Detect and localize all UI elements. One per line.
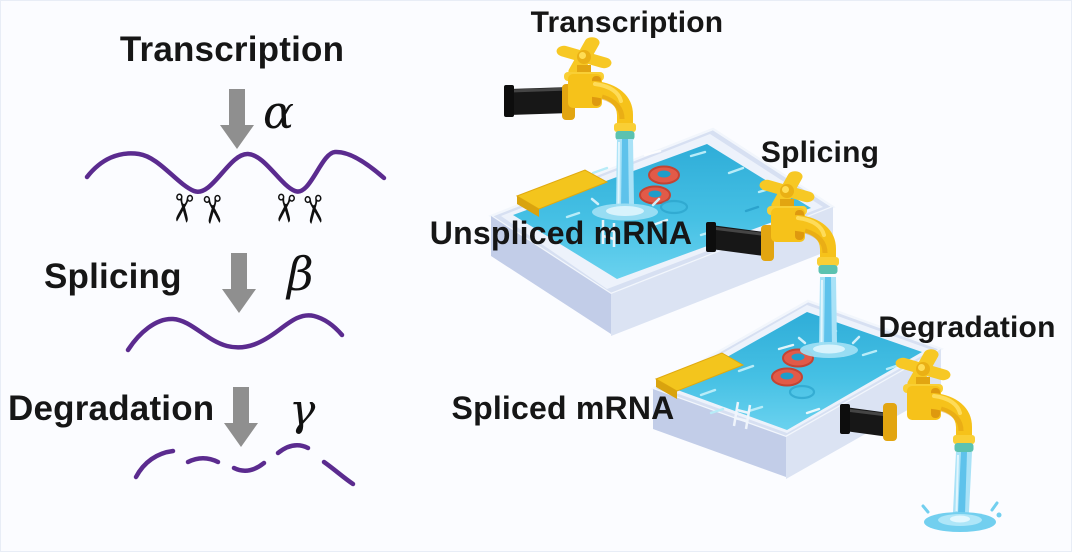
submerged-ring-icon [788,384,816,400]
water-stream [819,277,837,351]
swim-ring-icon [639,185,671,205]
diving-board [654,352,745,399]
rate-alpha: α [263,85,295,139]
water-stream [616,139,634,212]
label-left-transcription: Transcription [119,30,345,69]
pool-unspliced [488,127,836,336]
swim-ring-icon [648,165,680,185]
right-panel-illustration [488,30,1002,532]
submerged-ring-icon [659,199,689,215]
degraded-mrna-wave [133,443,356,487]
label-faucet-splicing: Splicing [760,136,880,169]
label-left-degradation: Degradation [8,389,215,428]
rate-gamma: γ [289,385,316,436]
label-faucet-degradation: Degradation [878,311,1056,344]
label-spliced-mrna: Spliced mRNA [451,390,675,426]
down-arrow-icon [220,89,254,149]
left-panel-schematic: ✂ ✂ ✂ ✂ [84,89,387,487]
pool-spliced [650,299,944,479]
rate-beta: β [287,247,314,301]
diving-board [515,169,609,217]
water-stream [952,452,972,518]
faucet-degradation-icon [840,342,975,452]
swim-ring-icon [771,367,803,387]
faucet-splicing-icon [706,164,839,274]
scissors-icon: ✂ [290,191,338,228]
label-faucet-transcription: Transcription [530,6,724,39]
scissors-icon: ✂ [261,190,308,226]
spliced-mrna-wave [125,313,345,353]
unspliced-mrna-wave [84,149,387,194]
pool-ladder [601,220,616,247]
label-unspliced-mrna: Unspliced mRNA [429,215,693,251]
drain-splash [921,501,1002,532]
splash [590,197,661,221]
splash [797,335,861,358]
pool-ladder [732,401,752,430]
down-arrow-icon [224,387,258,447]
down-arrow-icon [222,253,256,313]
scissors-icon: ✂ [159,190,207,227]
scissors-icon: ✂ [189,192,236,228]
faucet-transcription-icon [504,30,636,140]
label-left-splicing: Splicing [44,257,182,296]
